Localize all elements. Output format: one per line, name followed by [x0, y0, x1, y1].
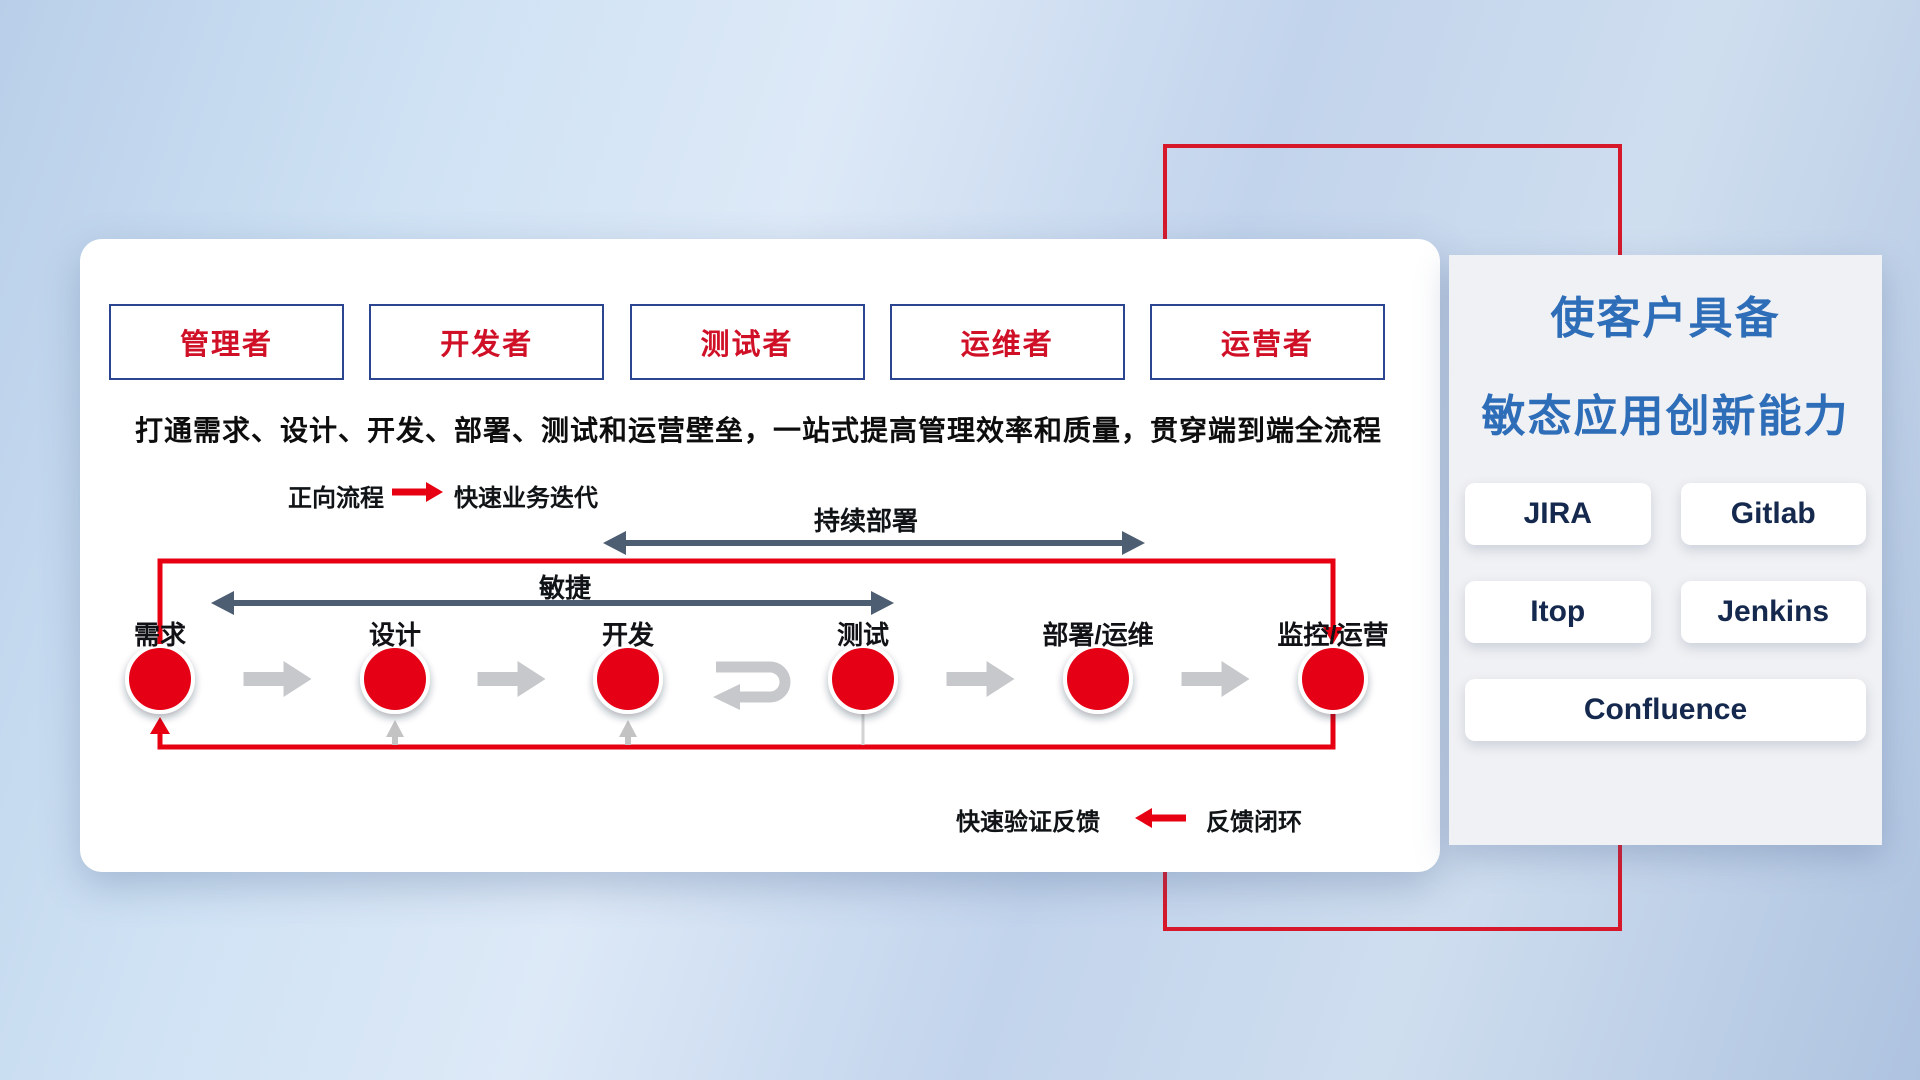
forward-flow-legend-value: 快速业务迭代: [454, 485, 598, 512]
forward-flow-legend-label: 正向流程: [288, 485, 384, 512]
step-label-deploy-ops: 部署/运维: [1042, 620, 1154, 650]
step-label-requirements: 需求: [133, 620, 187, 650]
step-circle-design: [360, 644, 430, 714]
roles-row: 管理者 开发者 测试者 运维者 运营者: [80, 304, 1440, 380]
capability-panel: 使客户具备 敏态应用创新能力 JIRA Gitlab Itop Jenkins …: [1449, 255, 1882, 845]
role-label: 运维者: [960, 329, 1054, 361]
role-box-tester: 测试者: [629, 304, 865, 380]
role-label: 管理者: [179, 329, 273, 361]
step-circle-develop: [593, 644, 663, 714]
panel-title-line2: 敏态应用创新能力: [1481, 392, 1850, 441]
flow-description: 打通需求、设计、开发、部署、测试和运营壁垒，一站式提高管理效率和质量，贯穿端到端…: [135, 415, 1383, 446]
role-box-developer: 开发者: [369, 304, 605, 380]
continuous-deployment-label: 持续部署: [813, 506, 919, 536]
step-label-design: 设计: [368, 620, 422, 650]
role-box-operator: 运维者: [889, 304, 1125, 380]
panel-title-line1: 使客户具备: [1550, 294, 1781, 343]
step-label-develop: 开发: [601, 620, 655, 650]
forward-arrow-icon: [392, 482, 443, 502]
tool-itop: Itop: [1465, 581, 1651, 643]
devops-flow-card: 管理者 开发者 测试者 运维者 运营者 打通需求、设计、开发、部署、测试和运营壁…: [80, 239, 1440, 872]
step-circle-test: [828, 644, 898, 714]
step-label-test: 测试: [836, 620, 890, 650]
role-label: 测试者: [700, 329, 794, 361]
step-circle-requirements: [125, 644, 195, 714]
feedback-legend-value: 快速验证反馈: [956, 809, 1100, 836]
panel-title: 使客户具备 敏态应用创新能力: [1449, 255, 1882, 445]
forward-loop-line: [157, 558, 1343, 646]
role-box-business-operator: 运营者: [1150, 304, 1385, 380]
role-box-manager: 管理者: [109, 304, 344, 380]
feedback-loop-line: [150, 712, 1336, 750]
step-circle-monitor-ops: [1298, 644, 1368, 714]
tool-jira: JIRA: [1465, 483, 1651, 545]
feedback-up-arrow-icon: [386, 720, 404, 745]
agile-label: 敏捷: [538, 573, 592, 603]
tool-confluence: Confluence: [1465, 679, 1866, 741]
step-circles: [125, 644, 1368, 714]
tool-gitlab: Gitlab: [1680, 483, 1866, 545]
role-label: 开发者: [440, 329, 534, 361]
step-circle-deploy-ops: [1063, 644, 1133, 714]
feedback-legend-label: 反馈闭环: [1206, 809, 1302, 836]
step-label-monitor-ops: 监控/运营: [1277, 620, 1389, 650]
feedback-up-arrow-icon: [619, 720, 637, 745]
iteration-loop-icon: [713, 661, 791, 710]
role-label: 运营者: [1220, 329, 1314, 361]
feedback-arrow-icon: [1135, 808, 1186, 828]
step-arrow-icon: [243, 661, 1250, 697]
tool-list: JIRA Gitlab Itop Jenkins Confluence: [1465, 483, 1866, 741]
tool-jenkins: Jenkins: [1680, 581, 1866, 643]
